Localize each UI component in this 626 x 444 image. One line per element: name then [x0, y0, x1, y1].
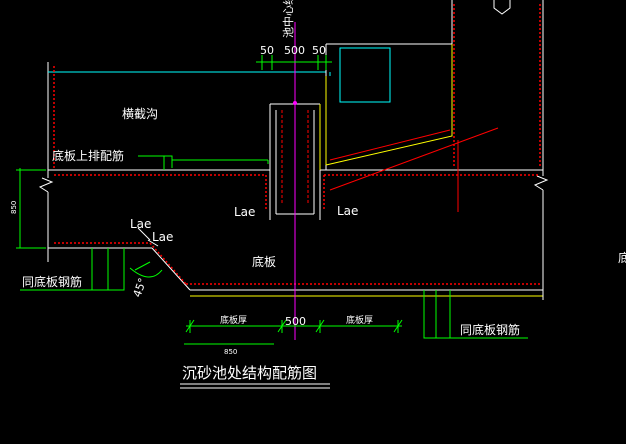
slab-label: 底板	[252, 254, 276, 269]
lae-label-2: Lae	[337, 204, 358, 218]
diagonal-rebar-2	[329, 129, 451, 161]
cyan-pit-box	[339, 47, 391, 103]
thickness-right-label: 底板厚	[346, 314, 373, 326]
title-underline	[180, 383, 330, 389]
lae-label-3: Lae	[130, 217, 151, 231]
same-rebar-left-label: 同底板钢筋	[22, 274, 82, 289]
dimension-lines	[16, 55, 528, 345]
bottom-small-dim-label: 850	[224, 348, 237, 356]
angle-label: 45°	[131, 276, 150, 299]
left-vertical-dim-label: 850	[10, 201, 18, 214]
diagonal-rebar	[329, 127, 499, 191]
lae-label-4: Lae	[152, 230, 173, 244]
trench-label: 横截沟	[122, 107, 158, 121]
axis-label: 池中心线	[281, 0, 295, 38]
dim-right-label: 50	[312, 44, 326, 57]
same-rebar-right-label: 同底板钢筋	[460, 322, 520, 337]
drawing-title: 沉砂池处结构配筋图	[182, 364, 317, 382]
rebar-lines	[53, 4, 541, 285]
thickness-left-label: 底板厚	[220, 314, 247, 326]
lae-leaders	[137, 227, 159, 247]
haunch-lines	[319, 44, 453, 170]
dim-mid-label: 500	[284, 44, 305, 57]
dim-bottom-mid-label: 500	[285, 315, 306, 328]
dim-left-label: 50	[260, 44, 274, 57]
top-rebar-label: 底板上排配筋	[52, 148, 124, 163]
edge-mark: 底	[618, 250, 626, 265]
lae-label-1: Lae	[234, 205, 255, 219]
